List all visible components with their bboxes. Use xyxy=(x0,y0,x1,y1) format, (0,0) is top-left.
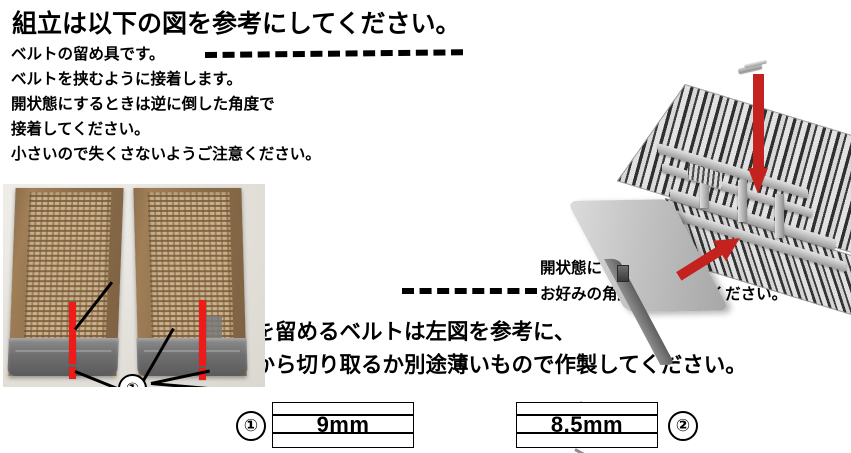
measure-strip-1: 9mm xyxy=(272,402,414,448)
mat-gray-base xyxy=(136,338,248,376)
strip-rule xyxy=(517,414,657,416)
belt-fabrication-note-line-1: 蓋を留めるベルトは左図を参考に、 xyxy=(232,320,576,344)
measure-mark-2: ② xyxy=(668,411,698,441)
mat-slot-recess xyxy=(206,316,222,338)
strip-rule xyxy=(273,432,413,434)
strip-rule xyxy=(517,432,657,434)
strip-rule xyxy=(273,414,413,416)
measure-value-1: 9mm xyxy=(316,412,370,437)
mat-weave-texture xyxy=(23,191,112,343)
box-post-1 xyxy=(700,168,709,208)
front-cover-panel xyxy=(567,199,730,453)
measure-value-2: 8.5mm xyxy=(550,412,624,437)
belt-marker-red-long-right xyxy=(199,300,206,366)
belt-clip-note-line-3: 開状態にするときは逆に倒した角度で xyxy=(11,96,275,113)
belt-clip-note: ベルトの留め具です。 ベルトを挟むように接着します。 開状態にするときは逆に倒し… xyxy=(11,42,321,167)
measure-mark-1: ① xyxy=(236,411,266,441)
woven-mat-right xyxy=(133,188,248,376)
leader-dashed-line-to-panel xyxy=(402,288,537,294)
page-title: 組立は以下の図を参考にしてください。 xyxy=(12,10,461,38)
belt-marker-red-short-left xyxy=(69,367,76,379)
arrow-shaft xyxy=(753,74,764,172)
belt-clip-note-line-2: ベルトを挟むように接着します。 xyxy=(11,71,242,88)
belt-clip-part xyxy=(737,59,768,74)
cover-panel-clasp xyxy=(617,265,629,282)
belt-marker-red-short-right xyxy=(199,368,206,380)
mat-gray-base xyxy=(7,338,119,376)
arrow-head xyxy=(748,168,768,194)
belt-clip-note-line-5: 小さいので失くさないようご注意ください。 xyxy=(11,146,321,163)
exploded-3d-diagram xyxy=(270,18,851,453)
belt-clip-note-line-4: 接着してください。 xyxy=(11,121,150,138)
measure-strip-2: 8.5mm xyxy=(516,402,658,448)
cover-panel-groove-2 xyxy=(574,448,645,453)
box-post-3 xyxy=(775,194,784,238)
reference-photo: ① ② xyxy=(3,184,265,387)
belt-marker-red-long-left xyxy=(69,302,76,364)
woven-mat-left xyxy=(7,188,124,376)
box-post-2 xyxy=(738,180,747,222)
belt-clip-note-line-1: ベルトの留め具です。 xyxy=(11,46,165,63)
